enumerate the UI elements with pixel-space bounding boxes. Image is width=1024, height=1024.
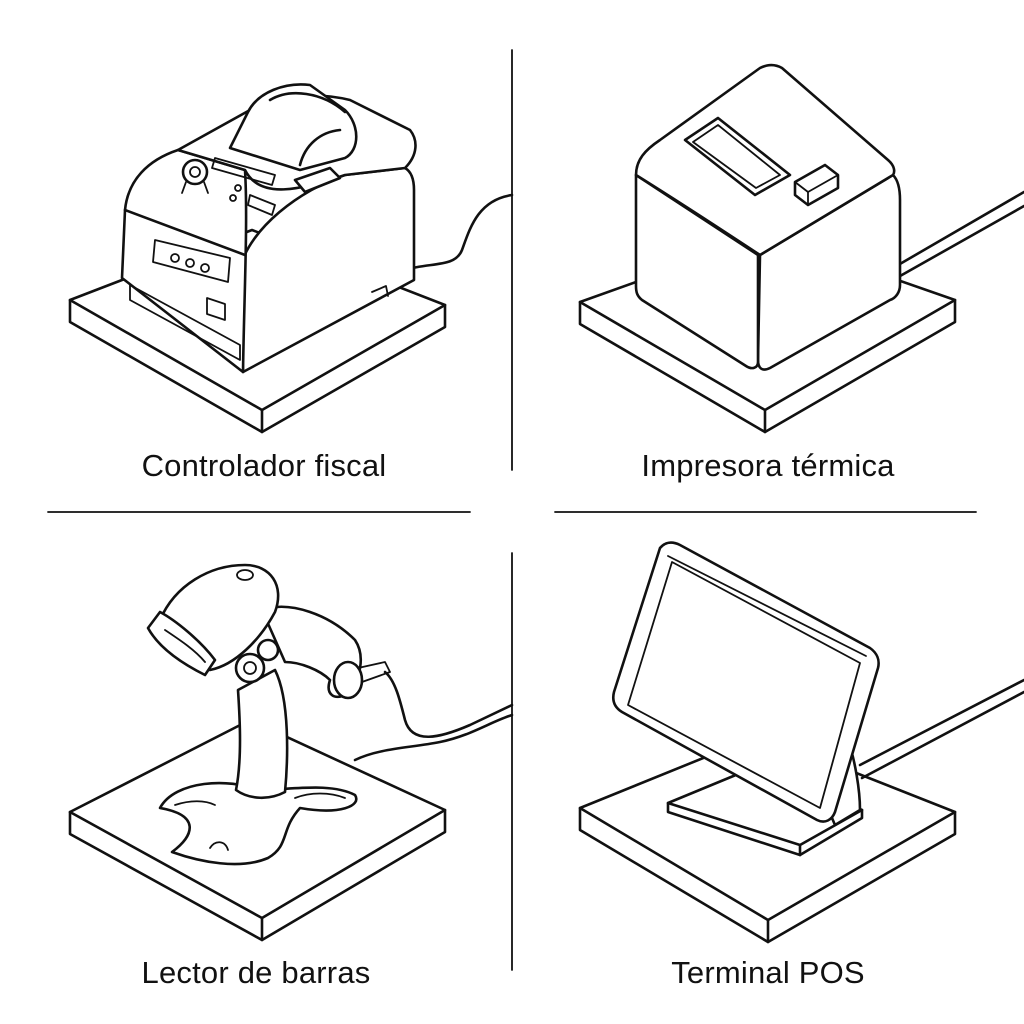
caption-pos-terminal: Terminal POS bbox=[671, 955, 865, 990]
grid-dividers bbox=[47, 49, 977, 971]
barcode-scanner-icon bbox=[68, 563, 514, 942]
pos-terminal-icon bbox=[578, 541, 1024, 944]
thermal-printer-icon bbox=[578, 63, 1024, 434]
caption-barcode-scanner: Lector de barras bbox=[141, 955, 371, 990]
caption-fiscal-controller: Controlador fiscal bbox=[141, 448, 387, 483]
caption-thermal-printer: Impresora térmica bbox=[641, 448, 895, 483]
fiscal-controller-icon bbox=[68, 83, 514, 434]
